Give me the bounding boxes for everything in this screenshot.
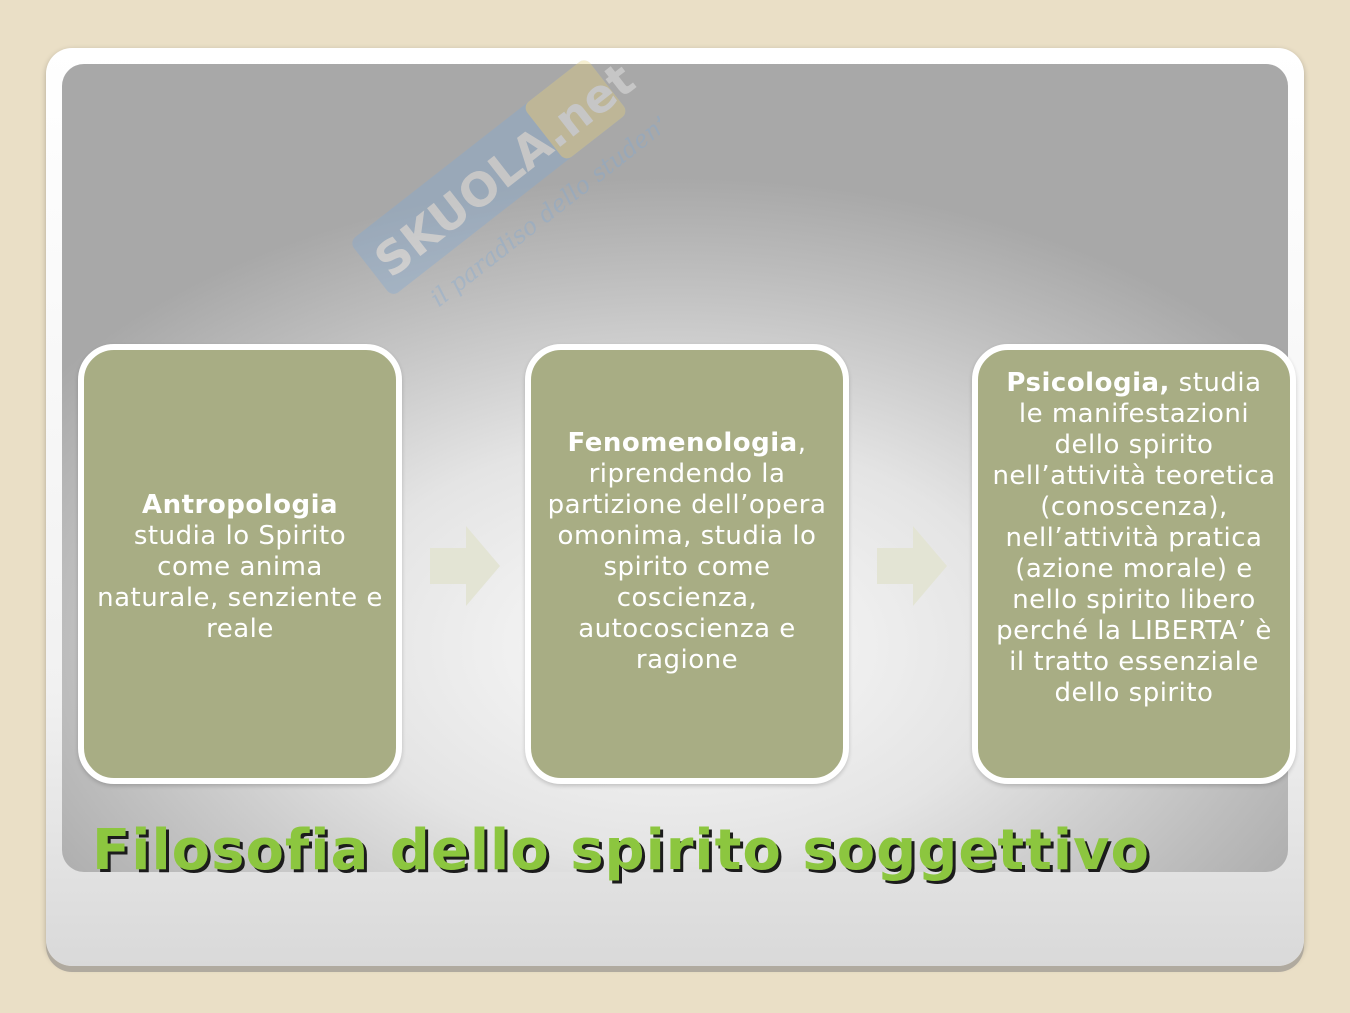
right-arrow-icon — [877, 526, 947, 606]
right-arrow-icon — [430, 526, 500, 606]
skuola-watermark-logo: SKUOLA.net il paradiso dello studente — [352, 52, 660, 312]
stage-box-description: studia lo Spirito come anima naturale, s… — [97, 521, 383, 644]
slide-title: Filosofia dello spirito soggettivo — [92, 818, 1151, 883]
stage-box-text: Psicologia, studia le manifestazioni del… — [990, 368, 1278, 709]
stage-box-heading: Antropologia — [141, 490, 339, 520]
stage-box-heading: Fenomenologia — [567, 428, 798, 458]
stage-box-fenomenologia: Fenomenologia, riprendendo la partizione… — [525, 344, 849, 784]
stage-box-text: Fenomenologia, riprendendo la partizione… — [543, 428, 831, 676]
stage-box-heading: Psicologia, — [1006, 368, 1170, 398]
stage-box-psicologia: Psicologia, studia le manifestazioni del… — [972, 344, 1296, 784]
stage-box-description: , riprendendo la partizione dell’opera o… — [547, 428, 827, 675]
stage-box-description: studia le manifestazioni dello spirito n… — [992, 368, 1276, 708]
